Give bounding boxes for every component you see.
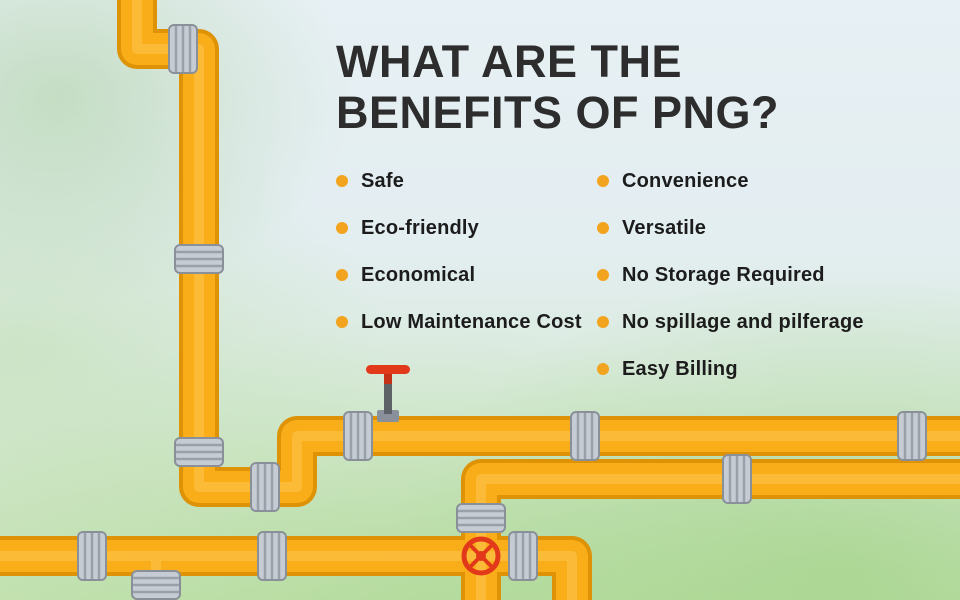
flange-coupling [173,436,225,468]
bullet-icon [597,175,609,187]
flange-coupling [173,243,225,275]
benefit-item: Versatile [597,217,864,239]
benefit-label: No Storage Required [622,263,825,286]
bullet-icon [336,269,348,281]
bullet-icon [597,269,609,281]
flange-coupling [455,502,507,534]
gate-valve-icon [366,365,410,422]
benefit-label: Safe [361,169,405,192]
bullet-icon [336,222,348,234]
benefit-label: Economical [361,263,476,286]
title-line-1: WHAT ARE THE [336,36,682,87]
benefits-list-left: Safe Eco-friendly Economical Low Mainten… [336,170,582,358]
benefit-item: No Storage Required [597,264,864,286]
benefit-item: Low Maintenance Cost [336,311,582,333]
benefit-item: Safe [336,170,582,192]
bullet-icon [336,175,348,187]
benefit-item: No spillage and pilferage [597,311,864,333]
benefit-label: Easy Billing [622,357,738,380]
benefit-label: Versatile [622,216,707,239]
benefit-label: Eco-friendly [361,216,479,239]
title-line-2: BENEFITS OF PNG? [336,87,780,139]
benefit-item: Eco-friendly [336,217,582,239]
benefits-list-right: Convenience Versatile No Storage Require… [597,170,864,405]
benefit-label: Low Maintenance Cost [361,310,582,333]
bullet-icon [597,222,609,234]
flange-coupling [167,23,199,75]
flange-coupling [569,410,601,462]
benefit-item: Convenience [597,170,864,192]
flange-coupling [507,530,539,582]
flange-coupling [256,530,288,582]
bullet-icon [597,363,609,375]
flange-coupling [896,410,928,462]
flange-coupling [76,530,108,582]
flange-coupling [721,453,753,505]
benefit-label: Convenience [622,169,749,192]
benefit-item: Easy Billing [597,358,864,380]
page-title: WHAT ARE THE BENEFITS OF PNG? [336,36,779,139]
flange-coupling [342,410,374,462]
benefit-label: No spillage and pilferage [622,310,864,333]
benefit-item: Economical [336,264,582,286]
bullet-icon [597,316,609,328]
bullet-icon [336,316,348,328]
flange-coupling [130,569,182,600]
flange-coupling [249,461,281,513]
handwheel-valve-icon [461,536,501,576]
